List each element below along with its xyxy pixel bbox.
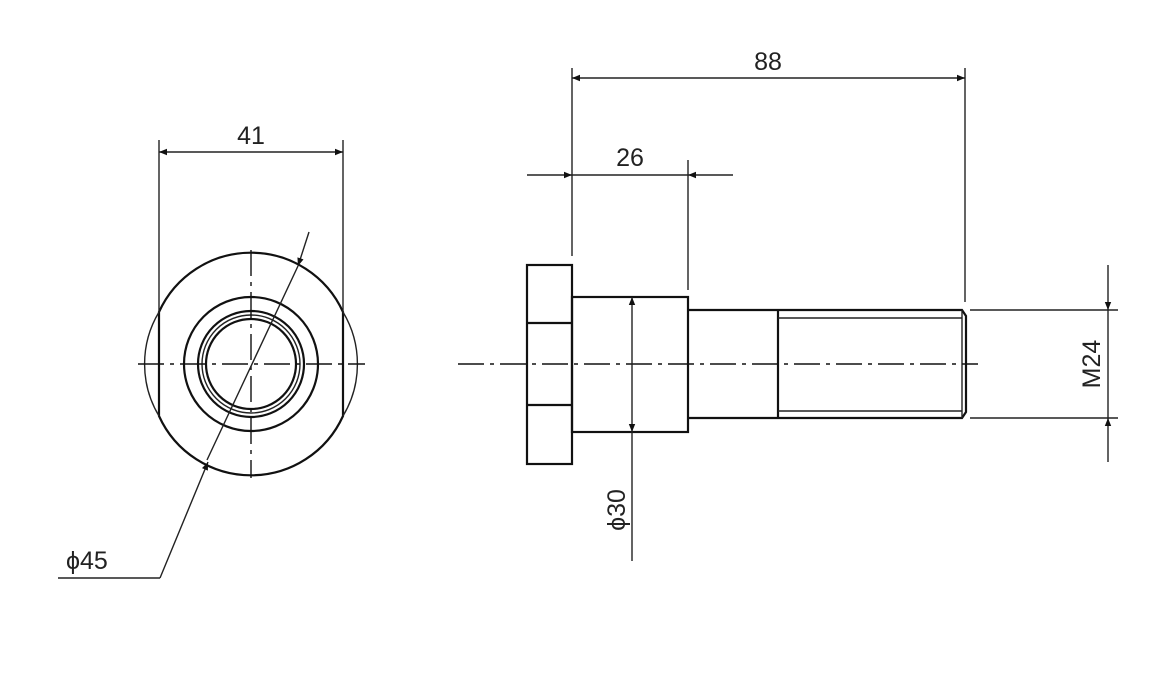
leader-diameter-line bbox=[206, 265, 299, 461]
leader-arrow-top bbox=[297, 231, 310, 267]
end-view: 41 ϕ45 bbox=[58, 122, 365, 579]
dimension-label-m24: M24 bbox=[1078, 340, 1106, 389]
dimension-label-41: 41 bbox=[237, 122, 265, 150]
dimension-label-26: 26 bbox=[616, 144, 644, 172]
dimension-label-phi45: ϕ45 bbox=[66, 547, 108, 575]
dimension-label-88: 88 bbox=[754, 48, 782, 76]
side-view: 88 26 ϕ30 M24 bbox=[458, 48, 1118, 561]
dimension-label-phi30: ϕ30 bbox=[603, 489, 631, 531]
leader-arrow-bottom bbox=[159, 461, 209, 579]
